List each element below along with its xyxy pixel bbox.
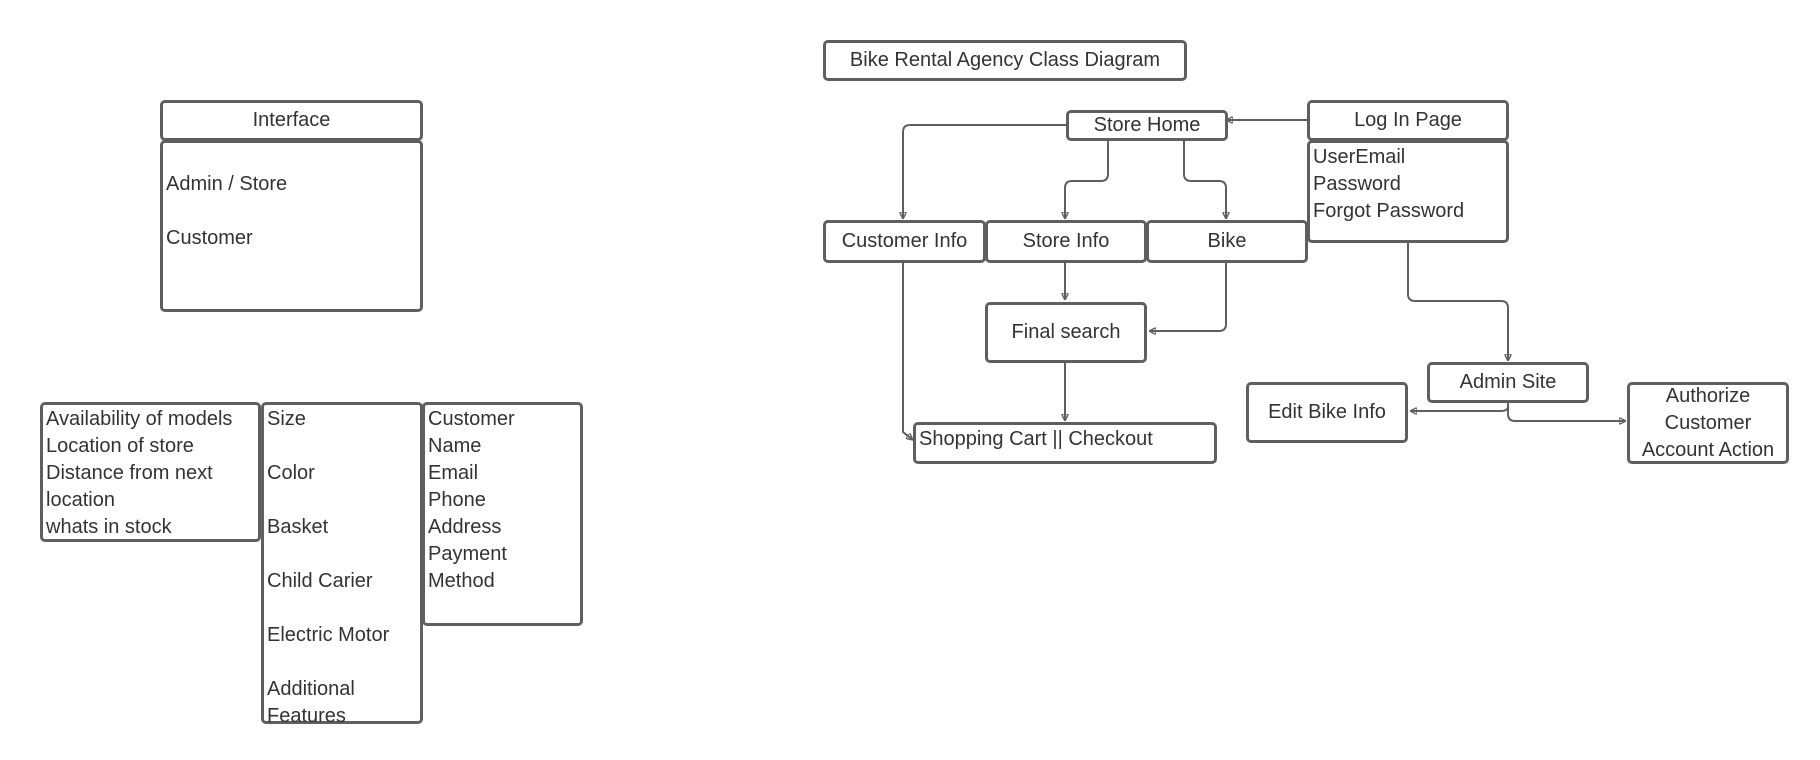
bike-attribute: Child Carier: [267, 570, 373, 592]
customer-info-box: Customer Info: [823, 220, 986, 263]
interface-item: Admin / Store: [166, 173, 288, 195]
login-field: Password: [1313, 173, 1401, 195]
authorize-line: Account Action: [1641, 438, 1775, 461]
bike-attribute: Electric Motor: [267, 624, 390, 646]
cart-label: Shopping Cart || Checkout: [919, 428, 1153, 450]
connector-bike-to-final-search: [1149, 263, 1227, 331]
store-attribute: Location of store: [46, 435, 194, 457]
admin-site-label: Admin Site: [1459, 371, 1557, 393]
login-header: Log In Page: [1307, 100, 1509, 141]
cart-box: Shopping Cart || Checkout: [913, 422, 1217, 464]
customer-info-label: Customer Info: [841, 230, 968, 252]
customer-attribute: Address: [428, 516, 502, 538]
edit-bike-box: Edit Bike Info: [1246, 382, 1408, 443]
login-field: Forgot Password: [1313, 200, 1465, 222]
connector-store-home-to-store-info: [1065, 141, 1109, 219]
customer-attribute: Customer: [428, 408, 515, 430]
store-info-label: Store Info: [1022, 230, 1110, 252]
store-home-label: Store Home: [1093, 114, 1201, 136]
store-attribute: Availability of models: [46, 408, 233, 430]
store-attributes-box: Availability of models Location of store…: [40, 402, 261, 542]
admin-site-box: Admin Site: [1427, 362, 1589, 403]
connector-customer-info-to-cart: [902, 263, 913, 440]
store-info-box: Store Info: [985, 220, 1147, 263]
login-field: UserEmail: [1313, 146, 1406, 168]
interface-item: Customer: [166, 227, 253, 249]
interface-header-label: Interface: [252, 109, 331, 131]
bike-attribute: Additional: [267, 678, 355, 700]
connector-login-to-admin-site: [1407, 242, 1508, 361]
bike-attributes-box: Size Color Basket Child Carier Electric …: [261, 402, 423, 727]
interface-body: Admin / Store Customer: [160, 140, 423, 312]
authorize-box: Authorize Customer Account Action: [1627, 382, 1789, 464]
store-attribute: Distance from next: [46, 462, 213, 484]
customer-attribute: Name: [428, 435, 482, 457]
diagram-title-box: Bike Rental Agency Class Diagram: [823, 40, 1187, 81]
bike-attribute: Features: [267, 705, 346, 727]
customer-attribute: Phone: [428, 489, 486, 511]
customer-attribute: Method: [428, 570, 495, 592]
final-search-label: Final search: [1011, 321, 1121, 343]
interface-header: Interface: [160, 100, 423, 141]
bike-attribute: Color: [267, 462, 315, 484]
connector-store-home-to-bike: [1183, 141, 1226, 219]
connector-store-home-to-customer-info: [903, 124, 1066, 219]
edit-bike-label: Edit Bike Info: [1268, 401, 1386, 423]
connector-admin-site-to-edit-bike: [1410, 403, 1509, 411]
login-header-label: Log In Page: [1354, 109, 1462, 131]
customer-attributes-box: Customer Name Email Phone Address Paymen…: [422, 402, 583, 626]
store-attribute: whats in stock: [46, 516, 172, 538]
store-attribute: location: [46, 489, 115, 511]
connector-admin-site-to-authorize: [1507, 403, 1626, 421]
authorize-line: Authorize: [1665, 384, 1751, 407]
final-search-box: Final search: [985, 302, 1147, 363]
diagram-title: Bike Rental Agency Class Diagram: [849, 49, 1161, 71]
bike-box: Bike: [1146, 220, 1308, 263]
customer-attribute: Email: [428, 462, 479, 484]
login-body: UserEmail Password Forgot Password: [1307, 140, 1509, 243]
authorize-line: Customer: [1664, 411, 1752, 434]
store-home-box: Store Home: [1066, 110, 1228, 141]
bike-attribute: Size: [267, 408, 306, 430]
bike-label: Bike: [1207, 230, 1247, 252]
customer-attribute: Payment: [428, 543, 507, 565]
bike-attribute: Basket: [267, 516, 329, 538]
